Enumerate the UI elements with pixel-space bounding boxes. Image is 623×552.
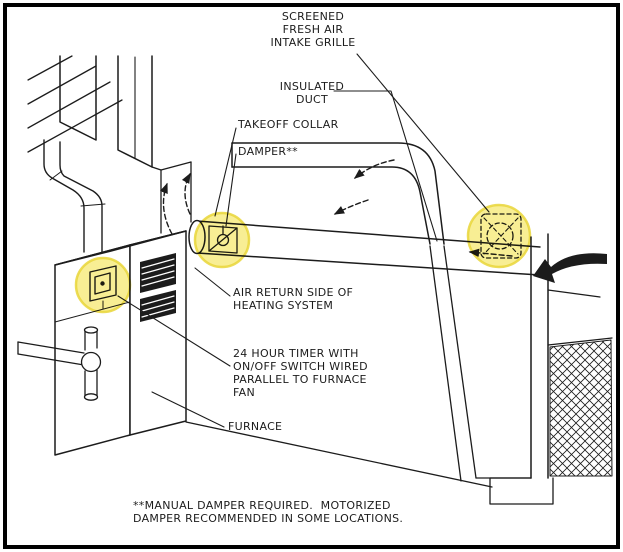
- leader-lines: [117, 53, 490, 428]
- leader-insulated-duct: [333, 90, 438, 242]
- label-footnote: **MANUAL DAMPER REQUIRED. MOTORIZED DAMP…: [133, 499, 404, 525]
- outside-air-arrow: [533, 253, 607, 283]
- leader-takeoff-collar: [214, 127, 237, 217]
- floor-pipes: [17, 326, 102, 401]
- leader-furnace: [151, 391, 225, 428]
- damper-highlight: [193, 211, 251, 269]
- ground-hatch: [549, 339, 613, 477]
- label-takeoff-collar: TAKEOFF COLLAR: [238, 118, 339, 131]
- overhead-ducts: [59, 55, 153, 168]
- flue-pipes: [43, 139, 106, 253]
- intake-grille-highlight: [466, 203, 532, 269]
- label-furnace: FURNACE: [228, 420, 283, 433]
- leader-air-return: [194, 267, 231, 297]
- label-air-return: AIR RETURN SIDE OF HEATING SYSTEM: [233, 286, 354, 312]
- louver-vents: [140, 253, 176, 322]
- label-damper: DAMPER**: [238, 145, 298, 158]
- ceiling-joists: [27, 55, 123, 153]
- label-insulated-duct: INSULATED DUCT: [279, 80, 345, 106]
- air-return-plenum: [151, 161, 192, 234]
- leader-timer: [117, 295, 231, 367]
- label-timer: 24 HOUR TIMER WITH ON/OFF SWITCH WIRED P…: [233, 347, 368, 399]
- timer-control-highlight: [74, 256, 132, 314]
- leader-intake-grille: [356, 53, 490, 213]
- label-intake-grille: SCREENED FRESH AIR INTAKE GRILLE: [270, 10, 356, 49]
- highlight-circles: [74, 203, 532, 314]
- ceiling-beam-right: [231, 142, 445, 245]
